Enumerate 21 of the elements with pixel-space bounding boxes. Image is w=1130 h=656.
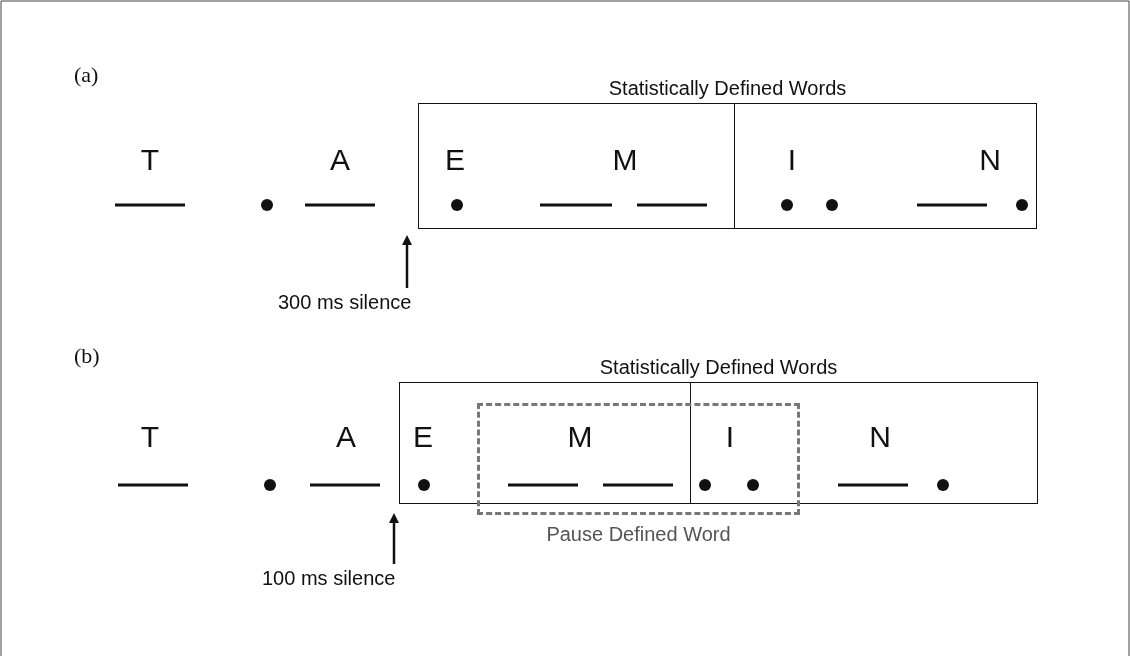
letter-text: M xyxy=(567,420,593,454)
arrow xyxy=(402,235,412,288)
letter-text: T xyxy=(140,143,160,177)
letter-text: A xyxy=(336,420,356,454)
annotation-text: 100 ms silence xyxy=(262,566,462,592)
letter-text: I xyxy=(725,420,735,454)
letter-text: M xyxy=(612,143,638,177)
letter-text: A xyxy=(330,143,350,177)
arrow xyxy=(389,513,399,564)
heading-text: Statistically Defined Words xyxy=(608,76,847,100)
letter-text: N xyxy=(979,143,1001,177)
heading-text: Statistically Defined Words xyxy=(599,355,838,379)
letter-text: N xyxy=(869,420,891,454)
letter-text: I xyxy=(787,143,797,177)
letter-text: E xyxy=(413,420,433,454)
panel-label: (b) xyxy=(74,343,100,369)
panel-label: (a) xyxy=(74,62,99,88)
letter-text: T xyxy=(140,420,160,454)
annotation-text: 300 ms silence xyxy=(278,290,478,316)
letter-text: E xyxy=(445,143,465,177)
heading-text: Pause Defined Word xyxy=(546,522,731,546)
